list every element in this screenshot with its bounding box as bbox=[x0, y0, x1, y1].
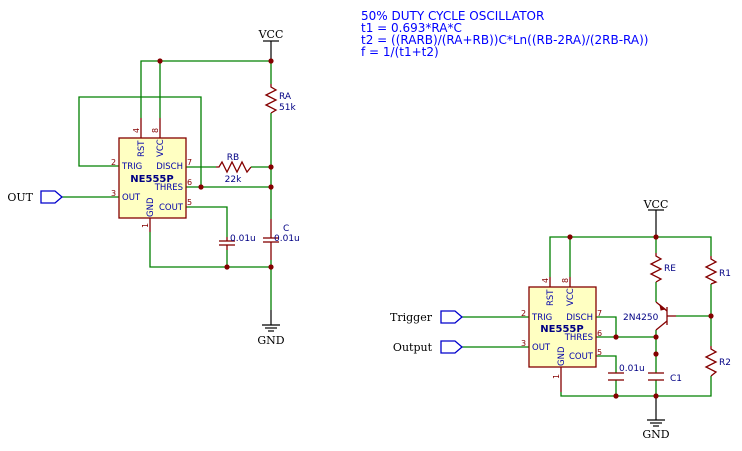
transistor-2n4250[interactable]: 2N4250 bbox=[623, 301, 676, 331]
rb-value: 22k bbox=[225, 175, 242, 185]
junction-dot bbox=[653, 334, 659, 340]
pin-num-1-2: 1 bbox=[552, 374, 561, 379]
out-port-label: OUT bbox=[7, 191, 33, 204]
ne555-ic-2[interactable]: TRIG OUT DISCH THRES COUT RST VCC GND 2 … bbox=[521, 277, 602, 392]
output-port[interactable]: Output bbox=[393, 340, 463, 354]
trigger-port-label: Trigger bbox=[390, 311, 433, 324]
pin-num-8-2: 8 bbox=[561, 278, 570, 283]
circuit-2: VCC GND bbox=[390, 198, 731, 441]
junction-dot bbox=[268, 184, 274, 190]
vcc-symbol-2: VCC bbox=[643, 198, 669, 237]
trigger-port[interactable]: Trigger bbox=[390, 310, 463, 324]
resistor-rb[interactable]: RB 22k bbox=[216, 153, 252, 185]
junction-dot bbox=[198, 184, 204, 190]
pin-num-1-1: 1 bbox=[141, 223, 150, 228]
pin-num-5-2: 5 bbox=[597, 348, 602, 357]
pin-rst-2: RST bbox=[546, 289, 556, 306]
pin-num-7-1: 7 bbox=[187, 158, 192, 167]
junction-dot bbox=[708, 313, 714, 319]
junction-dot bbox=[567, 234, 573, 240]
capacitor-cout-1[interactable]: 0.01u bbox=[219, 234, 256, 250]
junction-dot bbox=[268, 58, 274, 64]
resistor-ra[interactable]: RA 51k bbox=[264, 84, 296, 114]
capacitor-c[interactable]: C 0.01u bbox=[263, 219, 300, 260]
re-ref: RE bbox=[664, 264, 676, 274]
c1-ref: C1 bbox=[670, 374, 682, 384]
out-port[interactable]: OUT bbox=[7, 190, 63, 204]
pin-num-4-1: 4 bbox=[132, 128, 141, 133]
pin-disch-2: DISCH bbox=[566, 313, 593, 323]
pin-disch-1: DISCH bbox=[156, 162, 183, 172]
r1-ref: R1 bbox=[719, 269, 731, 279]
ra-value: 51k bbox=[279, 103, 296, 113]
gnd-label-2: GND bbox=[642, 428, 669, 441]
rb-ref: RB bbox=[227, 153, 239, 163]
output-port-label: Output bbox=[393, 341, 433, 354]
gnd-label-1: GND bbox=[257, 334, 284, 347]
pin-vcc-1: VCC bbox=[156, 139, 166, 157]
c-value: 0.01u bbox=[274, 234, 300, 244]
pin-gnd-1: GND bbox=[146, 197, 156, 217]
circuit-1: VCC GND bbox=[7, 28, 299, 347]
junction-dot bbox=[224, 264, 230, 270]
pin-num-3-1: 3 bbox=[111, 189, 116, 198]
pin-cout-2: COUT bbox=[569, 352, 594, 362]
vcc-symbol-1: VCC bbox=[258, 28, 284, 61]
gnd-symbol-2: GND bbox=[642, 396, 670, 441]
pin-out-2: OUT bbox=[532, 343, 551, 353]
pin-cout-1: COUT bbox=[159, 203, 184, 213]
capacitor-cout-2[interactable]: 0.01u bbox=[608, 364, 645, 381]
r2-ref: R2 bbox=[719, 358, 731, 368]
junction-dot bbox=[268, 164, 274, 170]
c-ref: C bbox=[283, 224, 289, 234]
pin-thres-1: THRES bbox=[154, 183, 183, 193]
ic-name-1: NE555P bbox=[130, 174, 173, 185]
pin-trig-2: TRIG bbox=[531, 313, 552, 323]
resistor-re[interactable]: RE bbox=[649, 253, 676, 283]
transistor-ref: 2N4250 bbox=[623, 313, 659, 323]
junction-dot bbox=[653, 393, 659, 399]
pin-num-4-2: 4 bbox=[541, 278, 550, 283]
pin-gnd-2: GND bbox=[557, 346, 567, 366]
design-notes: 50% DUTY CYCLE OSCILLATOR t1 = 0.693*RA*… bbox=[361, 10, 648, 58]
pin-vcc-2: VCC bbox=[566, 288, 576, 306]
pin-num-5-1: 5 bbox=[187, 198, 192, 207]
resistor-r1[interactable]: R1 bbox=[704, 256, 731, 285]
junction-dot bbox=[157, 58, 163, 64]
pin-num-3-2: 3 bbox=[521, 339, 526, 348]
pin-num-6-2: 6 bbox=[597, 329, 602, 338]
pin-out-1: OUT bbox=[122, 193, 141, 203]
ne555-ic-1[interactable]: TRIG OUT DISCH THRES COUT RST VCC GND 2 … bbox=[111, 118, 192, 232]
notes-line-t2: t2 = ((RARB)/(RA+RB))C*Ln((RB-2RA)/(2RB-… bbox=[361, 33, 649, 47]
pin-thres-2: THRES bbox=[564, 333, 593, 343]
junction-dot bbox=[613, 334, 619, 340]
vcc-label-1: VCC bbox=[258, 28, 284, 41]
junctions-2 bbox=[567, 234, 714, 399]
notes-line-t1: t1 = 0.693*RA*C bbox=[361, 21, 462, 35]
cout-cap-value-1: 0.01u bbox=[230, 234, 256, 244]
notes-title: 50% DUTY CYCLE OSCILLATOR bbox=[361, 9, 545, 23]
pin-rst-1: RST bbox=[137, 140, 147, 157]
gnd-symbol-1: GND bbox=[257, 310, 285, 347]
cout-cap-value-2: 0.01u bbox=[619, 364, 645, 374]
notes-line-f: f = 1/(t1+t2) bbox=[361, 45, 439, 59]
junction-dot bbox=[268, 264, 274, 270]
ra-ref: RA bbox=[279, 92, 292, 102]
vcc-label-2: VCC bbox=[643, 198, 669, 211]
pin-num-8-1: 8 bbox=[151, 128, 160, 133]
wires-2 bbox=[462, 236, 712, 397]
junction-dot bbox=[653, 234, 659, 240]
pin-num-6-1: 6 bbox=[187, 178, 192, 187]
ic-name-2: NE555P bbox=[540, 324, 583, 335]
pin-num-7-2: 7 bbox=[597, 309, 602, 318]
resistor-r2[interactable]: R2 bbox=[704, 346, 731, 377]
capacitor-c1[interactable]: C1 bbox=[648, 372, 682, 384]
junctions-1 bbox=[157, 58, 274, 270]
junction-dot bbox=[613, 393, 619, 399]
pin-trig-1: TRIG bbox=[121, 162, 142, 172]
pin-num-2-1: 2 bbox=[111, 158, 116, 167]
pin-num-2-2: 2 bbox=[521, 309, 526, 318]
junction-dot bbox=[653, 351, 659, 357]
